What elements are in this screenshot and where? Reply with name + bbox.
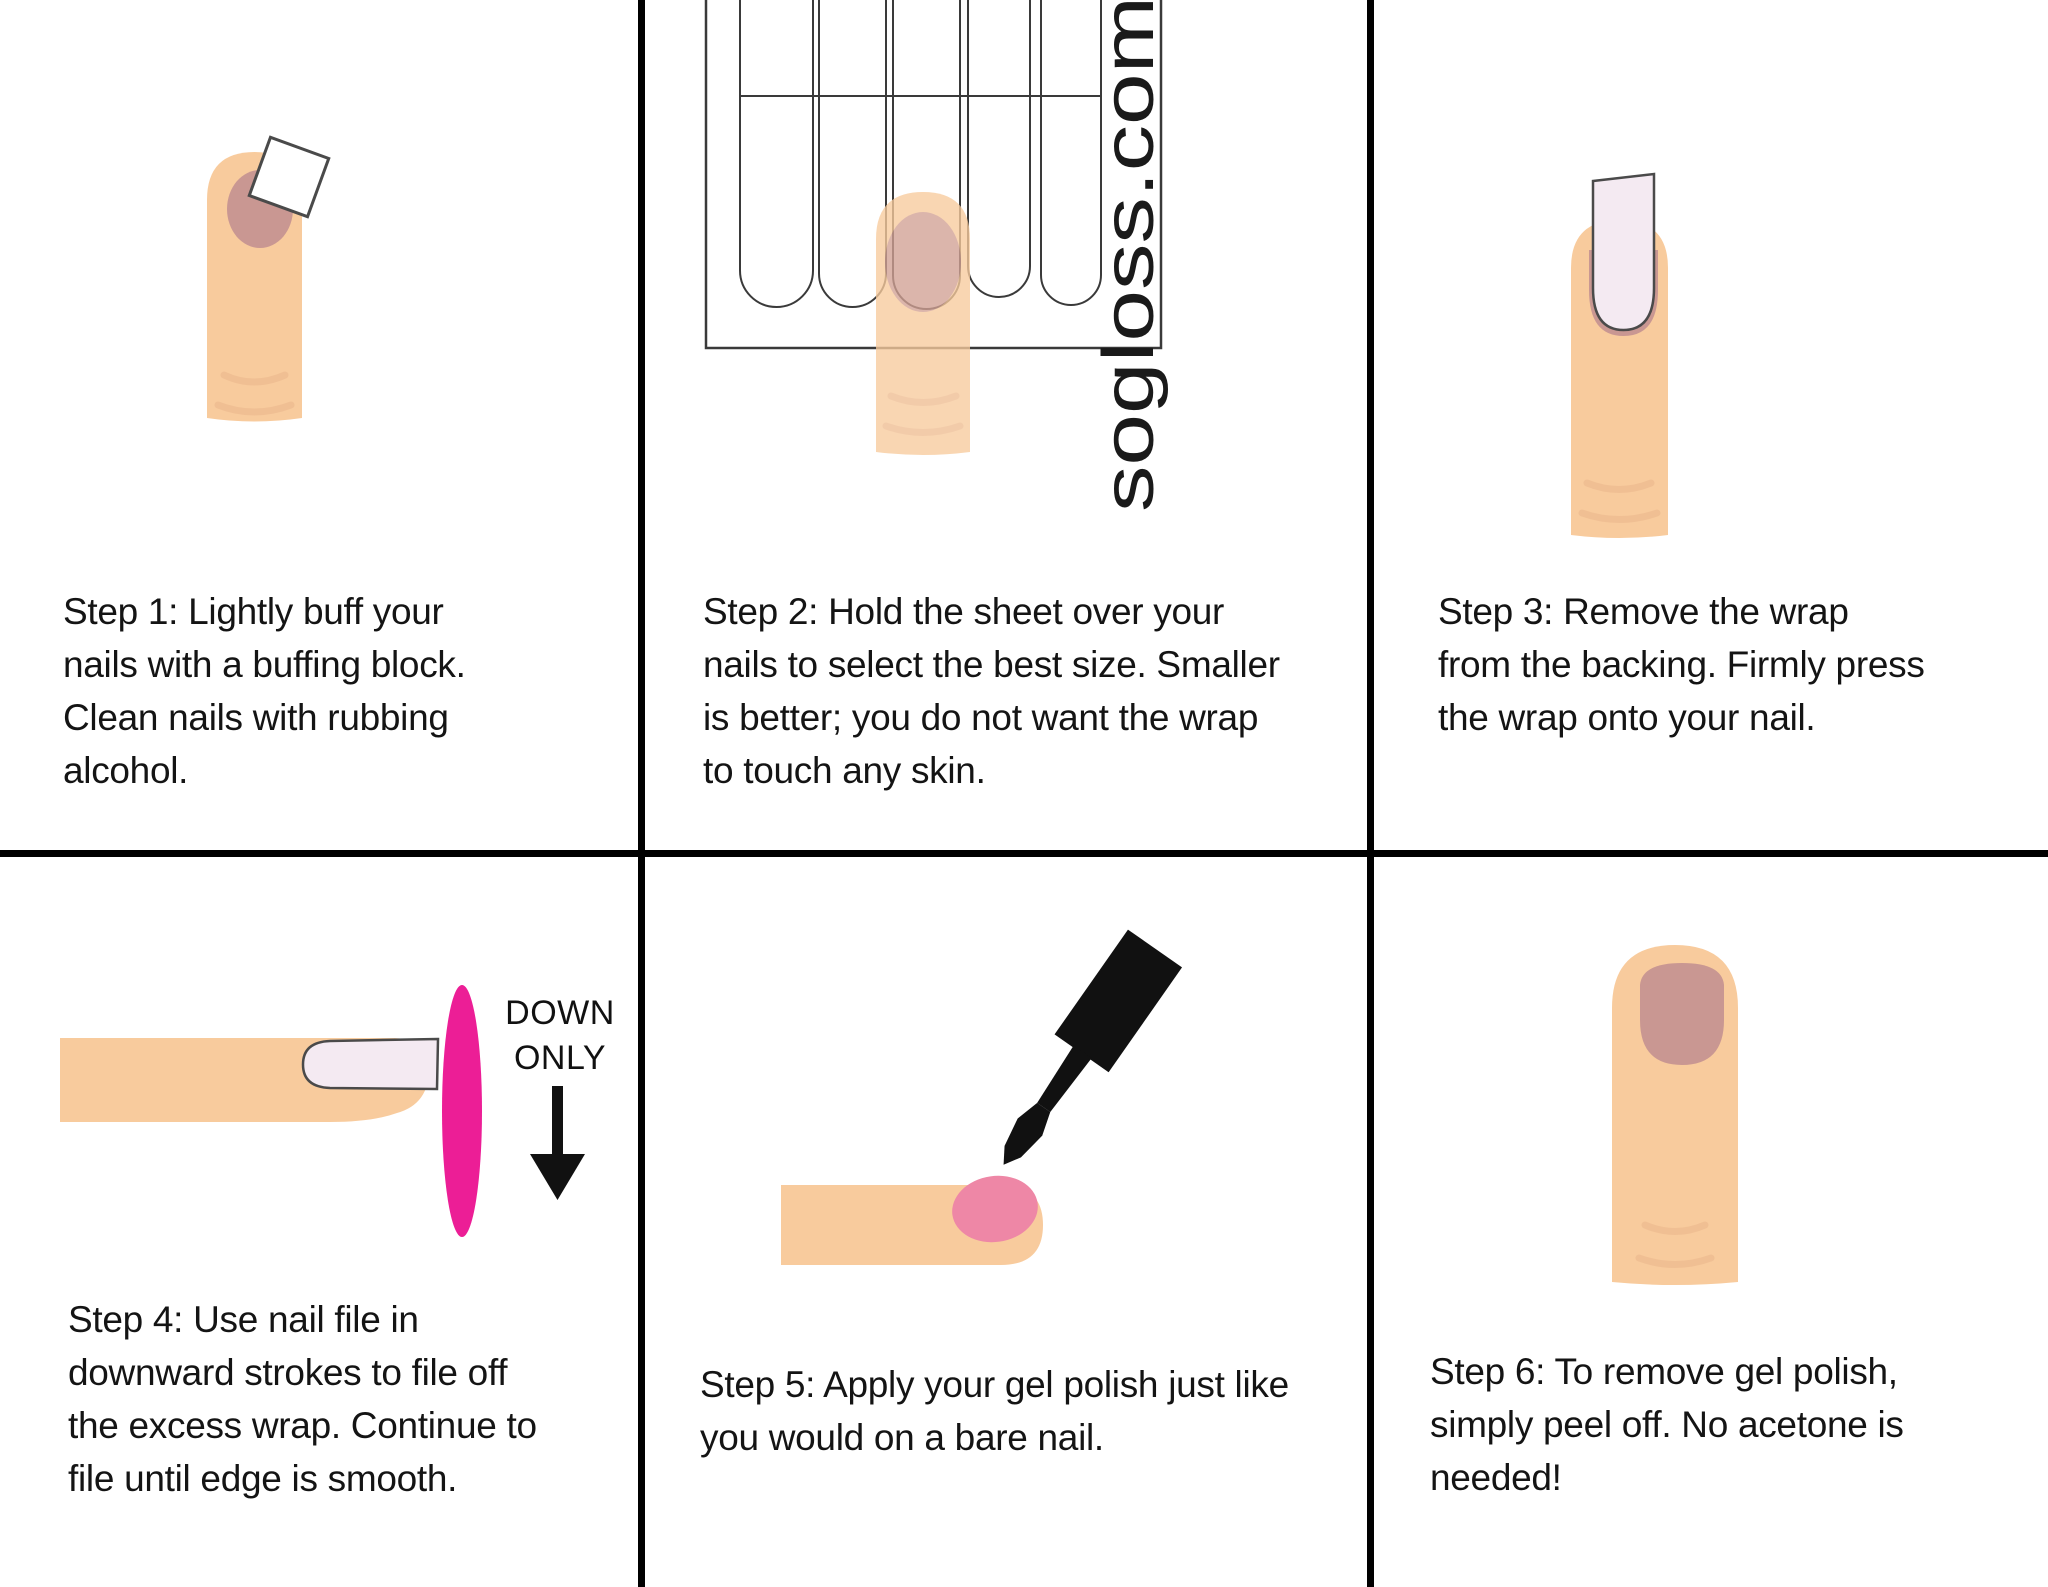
knuckle-crease [1635,1254,1715,1268]
panel-step-3: Step 3: Remove the wrap from the backing… [1374,0,2048,850]
step-4-illustration [60,985,585,1237]
step-6-caption: Step 6: To remove gel polish, simply pee… [1430,1351,1904,1498]
panel-step-2: sogloss.com Step 2: Hold the sheet over … [645,0,1367,850]
nail-wrap [301,1037,440,1091]
buffing-block-icon [247,135,331,219]
nail [1640,963,1724,1065]
step-6-illustration [1612,945,1738,1285]
panel-step-5: Step 5: Apply your gel polish just like … [645,857,1367,1587]
knuckle-crease [220,371,289,386]
watermark-text: sogloss.com [1089,0,1169,512]
wrap-size-outline [739,0,814,308]
down-arrow-icon [552,1086,563,1156]
divider-vertical-2 [1367,0,1374,1587]
nail-file-icon [442,985,482,1237]
step-2-illustration: sogloss.com [704,0,1169,512]
step-5-caption: Step 5: Apply your gel polish just like … [700,1364,1289,1458]
step-4-caption: Step 4: Use nail file in downward stroke… [68,1299,537,1499]
down-arrow-icon [530,1154,585,1200]
panel-step-6: Step 6: To remove gel polish, simply pee… [1374,857,2048,1587]
polished-nail [952,1175,1038,1243]
step-2-caption: Step 2: Hold the sheet over your nails t… [703,591,1280,791]
step-1-illustration [207,135,331,422]
knuckle-crease [1641,1221,1709,1235]
divider-vertical-1 [638,0,645,1587]
nail-wrap [1591,172,1656,332]
knuckle-crease [214,401,295,416]
divider-horizontal [0,850,2048,857]
panel-step-4: DOWN ONLY Step 4: Use nail file in downw… [0,857,638,1587]
step-3-illustration [1571,172,1668,538]
step-3-caption: Step 3: Remove the wrap from the backing… [1438,591,1925,738]
step-5-illustration [781,929,1183,1265]
knuckle-crease [1578,509,1661,523]
down-only-label: DOWN ONLY [480,991,638,1081]
panel-step-1: Step 1: Lightly buff your nails with a b… [0,0,638,850]
polish-brush-icon [1003,929,1183,1165]
nail [885,212,961,312]
knuckle-crease [882,422,964,436]
wrap-size-outline [1040,0,1102,306]
knuckle-crease [1583,479,1655,493]
down-only-line-2: ONLY [513,1039,607,1077]
knuckle-crease [887,392,960,406]
down-only-line-1: DOWN [505,994,615,1032]
step-1-caption: Step 1: Lightly buff your nails with a b… [63,591,466,791]
